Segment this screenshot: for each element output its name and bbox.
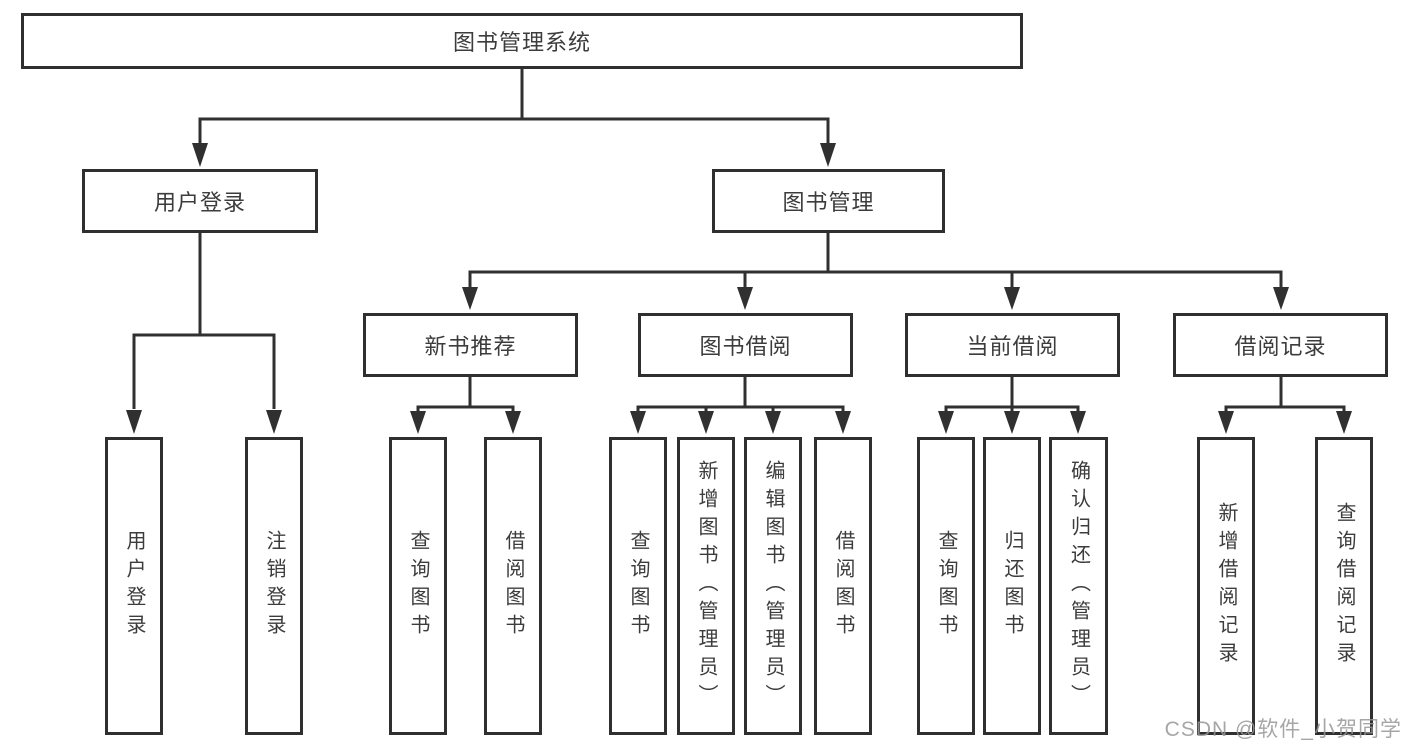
leaf-add-borrow-record: 新增借阅记录 (1197, 437, 1255, 735)
leaf-query-books-current: 查询图书 (917, 437, 975, 735)
leaf-logout: 注销登录 (245, 437, 303, 735)
leaf-borrow-books-recommend: 借阅图书 (484, 437, 542, 735)
leaf-edit-books-admin: 编辑图书（管理员） (744, 437, 802, 735)
leaf-query-books-recommend: 查询图书 (389, 437, 447, 735)
leaf-add-books-admin: 新增图书（管理员） (677, 437, 735, 735)
connector-paths (132, 69, 1346, 412)
node-book-borrowing: 图书借阅 (638, 313, 853, 377)
leaf-confirm-return-admin: 确认归还（管理员） (1049, 437, 1108, 735)
node-borrowing-records: 借阅记录 (1173, 313, 1388, 377)
node-new-book-recommendation: 新书推荐 (363, 313, 578, 377)
csdn-watermark: CSDN @软件_小贺同学 (1164, 718, 1402, 741)
node-book-management: 图书管理 (712, 169, 945, 233)
leaf-query-borrow-record: 查询借阅记录 (1315, 437, 1373, 735)
leaf-return-books: 归还图书 (983, 437, 1041, 735)
leaf-borrow-books-borrowing: 借阅图书 (814, 437, 872, 735)
node-current-borrowing: 当前借阅 (905, 313, 1120, 377)
leaf-user-login: 用户登录 (105, 437, 163, 735)
node-root: 图书管理系统 (21, 13, 1023, 69)
node-user-login: 用户登录 (82, 169, 318, 233)
arrowheads (126, 143, 1352, 434)
leaf-query-books-borrowing: 查询图书 (609, 437, 667, 735)
